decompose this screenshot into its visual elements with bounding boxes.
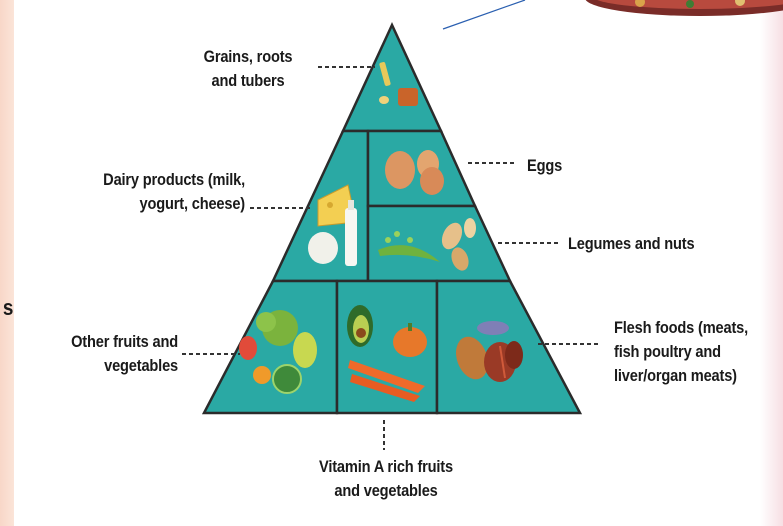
cropped-text-fragment: s	[3, 296, 13, 320]
label-legumes: Legumes and nuts	[568, 232, 694, 256]
label-eggs: Eggs	[527, 154, 562, 178]
pointer-line	[443, 0, 525, 29]
label-grains: Grains, roots and tubers	[188, 45, 308, 93]
label-flesh: Flesh foods (meats, fish poultry and liv…	[614, 316, 748, 388]
label-other-fruits: Other fruits and vegetables	[35, 330, 178, 378]
label-dairy: Dairy products (milk, yogurt, cheese)	[82, 168, 245, 216]
tier-legumes	[368, 206, 510, 281]
tier-other-fruits	[204, 281, 337, 413]
decorative-plate-image	[585, 0, 783, 16]
label-vitamin-a: Vitamin A rich fruits and vegetables	[291, 455, 480, 503]
tier-grains	[343, 25, 441, 131]
